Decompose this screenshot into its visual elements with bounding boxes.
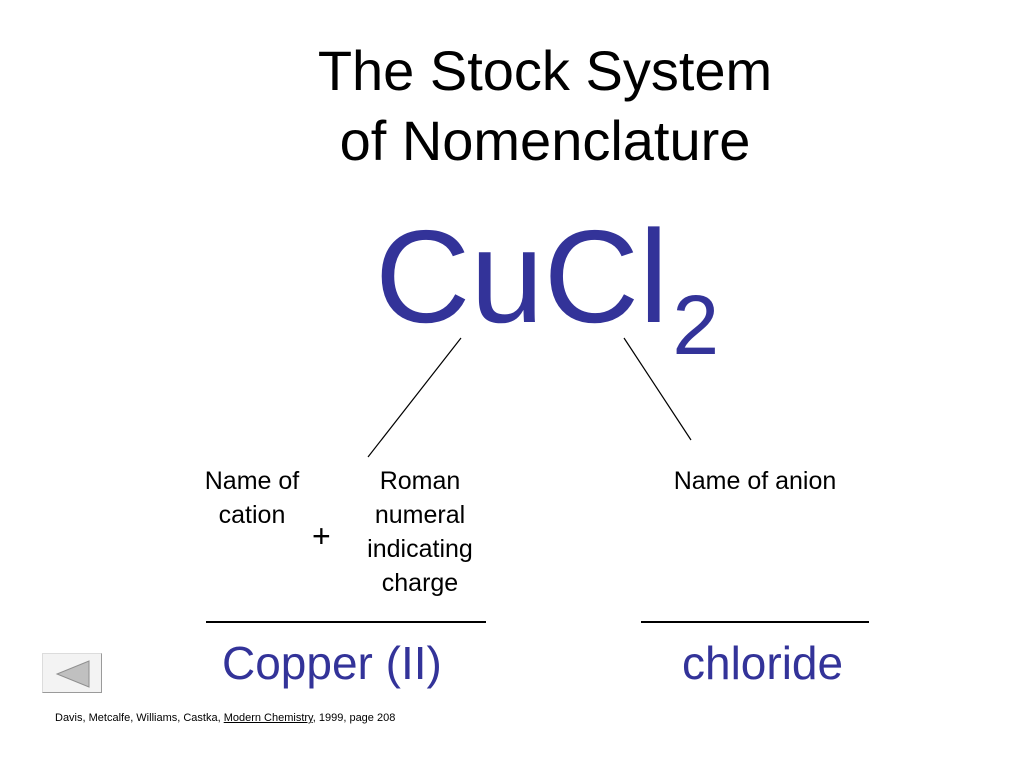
citation: Davis, Metcalfe, Williams, Castka, Moder…: [55, 711, 395, 725]
title-line-1: The Stock System: [317, 39, 773, 102]
plus-sign: +: [312, 518, 331, 554]
roman-label-line-4: charge: [381, 569, 459, 597]
title-line-2: of Nomenclature: [339, 109, 751, 172]
citation-authors: Davis, Metcalfe, Williams, Castka,: [55, 712, 224, 724]
anion-answer-blank: [641, 621, 869, 623]
cation-label-line-2: cation: [218, 501, 286, 529]
cation-label: Name of cation: [190, 464, 314, 532]
back-button[interactable]: [42, 653, 102, 693]
citation-book-title: Modern Chemistry: [223, 712, 313, 724]
roman-numeral-label: Roman numeral indicating charge: [350, 464, 490, 600]
roman-label-line-2: numeral: [374, 501, 466, 529]
chemical-formula: CuCl2: [375, 202, 719, 372]
cation-answer-blank: [206, 621, 486, 623]
anion-label: Name of anion: [673, 467, 837, 495]
formula-subscript: 2: [672, 278, 720, 372]
roman-label-line-3: indicating: [367, 535, 473, 563]
roman-label-line-1: Roman: [379, 467, 461, 495]
citation-details: , 1999, page 208: [312, 712, 396, 724]
cation-label-line-1: Name of: [204, 467, 300, 495]
left-triangle-icon: [55, 660, 90, 688]
slide-title: The Stock System of Nomenclature: [250, 36, 840, 176]
formula-main: CuCl: [375, 203, 669, 350]
anion-answer: chloride: [682, 637, 844, 689]
cation-answer: Copper (II): [222, 637, 442, 689]
